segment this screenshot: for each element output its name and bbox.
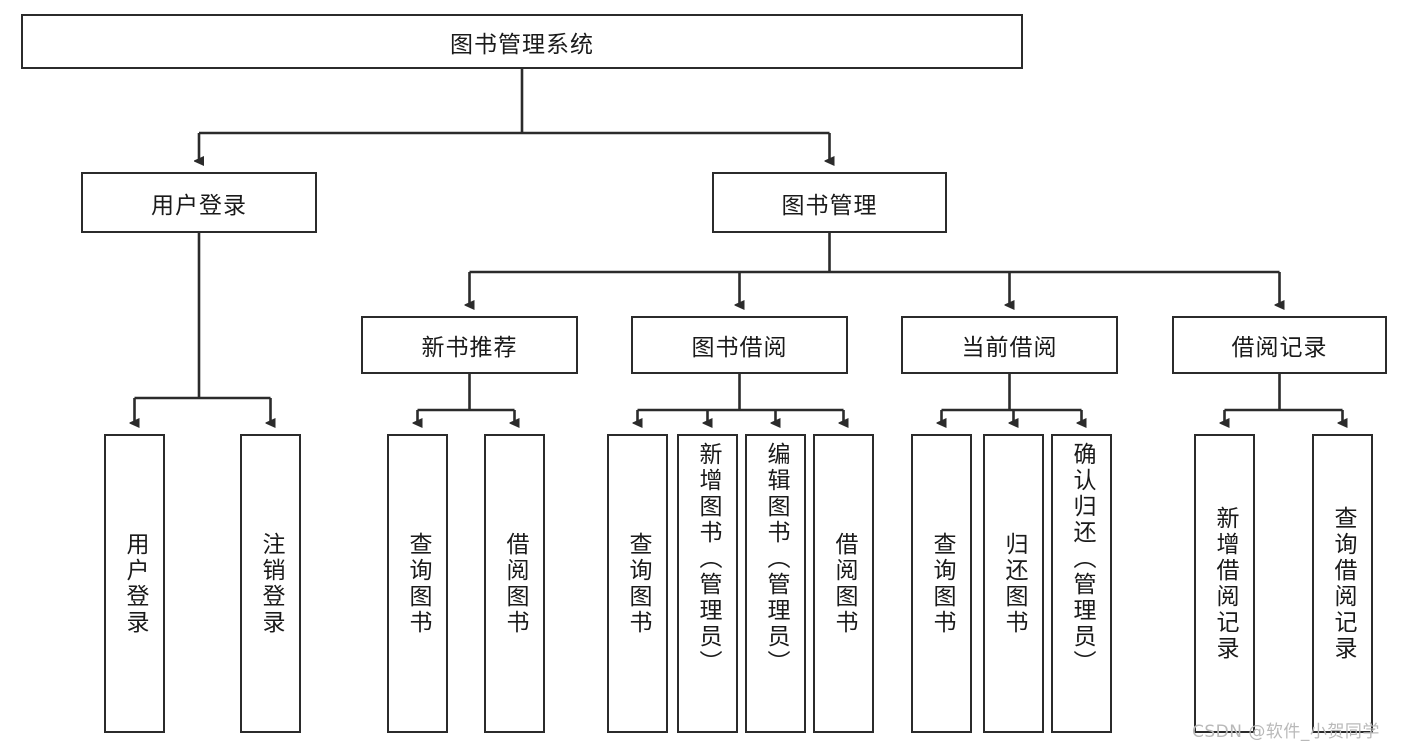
node-label: 注销登录: [258, 531, 284, 636]
node-leaf-user-logout[interactable]: 注销登录: [240, 434, 301, 733]
csdn-watermark: CSDN @软件_小贺同学: [1192, 722, 1380, 742]
node-label: 归还图书: [1001, 531, 1027, 636]
node-book-manage[interactable]: 图书管理: [712, 172, 947, 233]
node-user-login[interactable]: 用户登录: [81, 172, 317, 233]
node-label: 图书借阅: [691, 335, 788, 361]
node-label: 新增图书（管理员）: [695, 442, 721, 676]
node-label: 借阅图书: [831, 531, 857, 636]
node-root[interactable]: 图书管理系统: [21, 14, 1023, 69]
node-leaf-add-record[interactable]: 新增借阅记录: [1194, 434, 1255, 733]
node-label: 查询借阅记录: [1330, 505, 1356, 662]
node-leaf-add-book[interactable]: 新增图书（管理员）: [677, 434, 738, 733]
node-leaf-borrow-book-2[interactable]: 借阅图书: [813, 434, 874, 733]
node-leaf-query-book-2[interactable]: 查询图书: [607, 434, 668, 733]
node-leaf-borrow-book-1[interactable]: 借阅图书: [484, 434, 545, 733]
node-label: 图书管理系统: [450, 31, 594, 58]
node-leaf-edit-book[interactable]: 编辑图书（管理员）: [745, 434, 806, 733]
node-label: 借阅记录: [1231, 335, 1328, 361]
node-label: 查询图书: [625, 531, 651, 636]
node-leaf-query-book-3[interactable]: 查询图书: [911, 434, 972, 733]
node-label: 借阅图书: [502, 531, 528, 636]
node-leaf-confirm-return[interactable]: 确认归还（管理员）: [1051, 434, 1112, 733]
node-leaf-query-record[interactable]: 查询借阅记录: [1312, 434, 1373, 733]
node-label: 图书管理: [781, 192, 878, 219]
node-label: 用户登录: [122, 531, 148, 636]
node-borrow-record[interactable]: 借阅记录: [1172, 316, 1387, 374]
node-label: 用户登录: [151, 192, 247, 219]
node-label: 编辑图书（管理员）: [763, 442, 789, 676]
node-label: 新增借阅记录: [1212, 505, 1238, 662]
node-label: 查询图书: [405, 531, 431, 636]
node-book-borrow[interactable]: 图书借阅: [631, 316, 848, 374]
node-leaf-user-login[interactable]: 用户登录: [104, 434, 165, 733]
node-label: 确认归还（管理员）: [1069, 442, 1095, 676]
node-new-book-rec[interactable]: 新书推荐: [361, 316, 578, 374]
node-label: 当前借阅: [961, 335, 1058, 361]
node-leaf-return-book[interactable]: 归还图书: [983, 434, 1044, 733]
node-current-borrow[interactable]: 当前借阅: [901, 316, 1118, 374]
node-label: 新书推荐: [421, 335, 518, 361]
node-label: 查询图书: [929, 531, 955, 636]
node-leaf-query-book-1[interactable]: 查询图书: [387, 434, 448, 733]
